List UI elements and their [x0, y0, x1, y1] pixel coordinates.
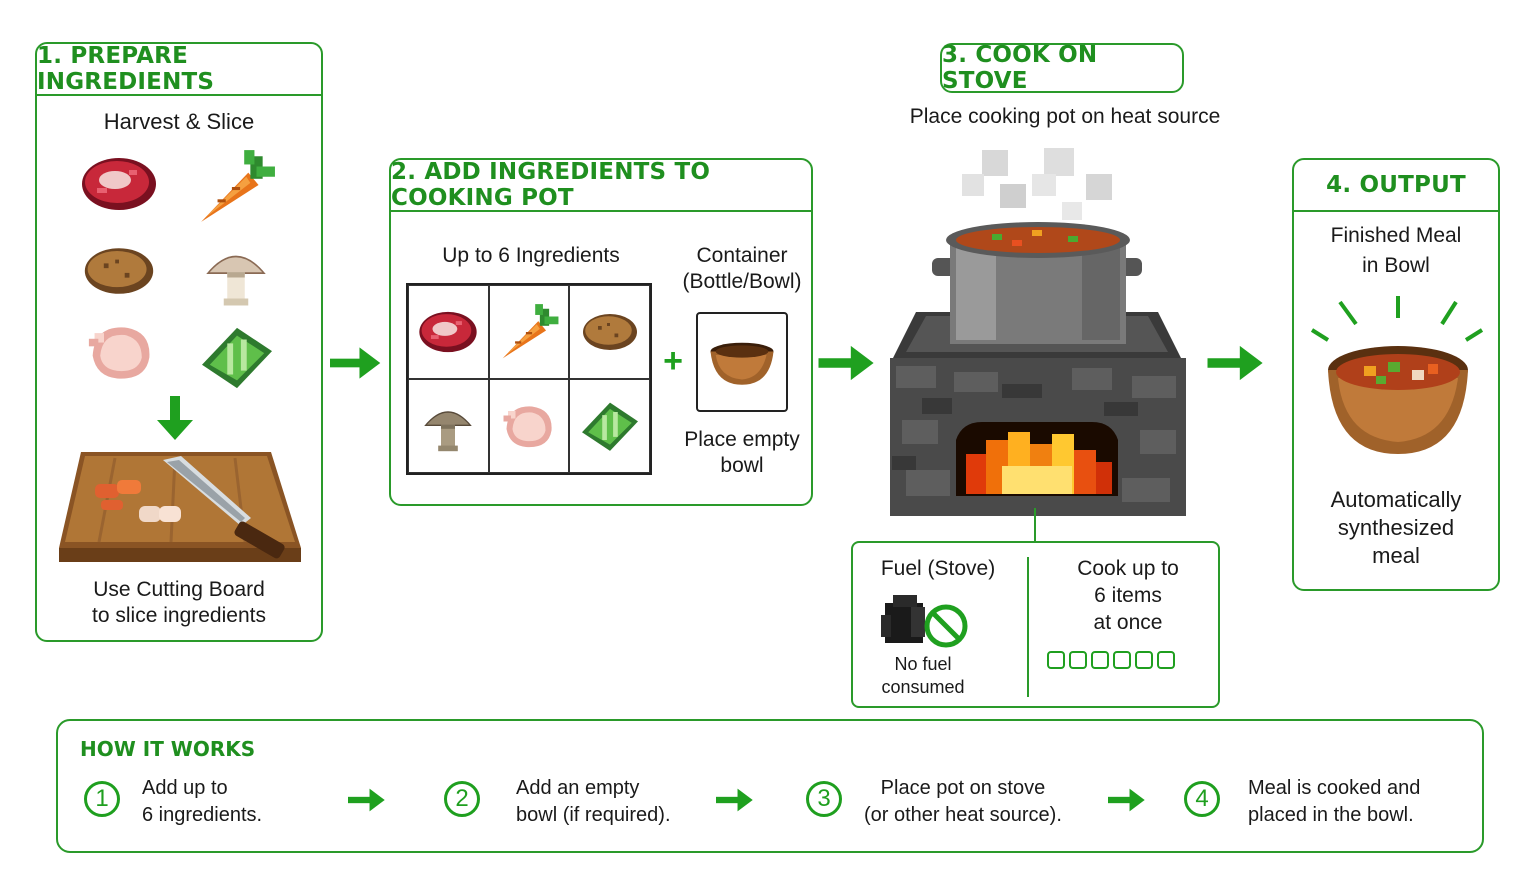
- capacity-line1: Cook up to: [1077, 557, 1179, 580]
- step-3-line1: Place pot on stove: [880, 777, 1046, 799]
- step-4-line1: Meal is cooked and: [1248, 777, 1421, 799]
- panel-subtitle: Harvest & Slice: [103, 109, 255, 134]
- step-3-line2: (or other heat source).: [864, 804, 1062, 826]
- stove-with-pot-illustration: [890, 148, 1186, 516]
- grid-slot[interactable]: [408, 379, 489, 473]
- step-1-text: Add up to 6 ingredients.: [142, 775, 262, 829]
- panel-title: 3. COOK ON STOVE: [942, 42, 1098, 94]
- output-caption-line3: meal: [1372, 543, 1420, 568]
- capacity-slot: [1113, 651, 1131, 669]
- fuel-info-box: Fuel (Stove) No fuel consumed Cook up to…: [851, 541, 1220, 708]
- output-label-line2: in Bowl: [1362, 254, 1430, 277]
- mushroom-icon: [420, 397, 476, 455]
- fuel-caption-line2: consumed: [881, 677, 965, 697]
- arrow-right-icon: [716, 787, 754, 813]
- potato-icon: [81, 240, 157, 302]
- cutting-board-caption-line2: to slice ingredients: [92, 604, 266, 627]
- output-label-line1: Finished Meal: [1330, 224, 1462, 247]
- panel-title: 2. ADD INGREDIENTS TO COOKING POT: [391, 159, 811, 212]
- step-3-number: 3: [806, 781, 842, 817]
- panel-title: 1. PREPARE INGREDIENTS: [37, 43, 321, 96]
- arrow-right-icon: [818, 344, 876, 382]
- raw-chicken-icon: [499, 399, 559, 453]
- how-it-works-title: HOW IT WORKS: [80, 737, 256, 761]
- panel-title: 4. OUTPUT: [1294, 160, 1498, 212]
- grid-slot[interactable]: [569, 379, 650, 473]
- carrot-icon: [195, 146, 277, 228]
- arrow-right-icon: [348, 787, 386, 813]
- capacity-slot: [1091, 651, 1109, 669]
- step-3-text: Place pot on stove (or other heat source…: [864, 775, 1062, 829]
- step-4-text: Meal is cooked and placed in the bowl.: [1248, 775, 1420, 829]
- arrow-down-icon: [157, 396, 193, 440]
- carrot-icon: [498, 301, 560, 363]
- raw-chicken-icon: [83, 318, 159, 386]
- how-it-works-panel: HOW IT WORKS 1 Add up to 6 ingredients. …: [56, 719, 1484, 853]
- step-1-line1: Add up to: [142, 777, 228, 799]
- panel-prepare-ingredients: 1. PREPARE INGREDIENTS Harvest & Slice U…: [35, 42, 323, 642]
- grid-slot[interactable]: [569, 285, 650, 379]
- container-slot[interactable]: [696, 312, 788, 412]
- raw-meat-icon: [79, 152, 159, 216]
- capacity-slot: [1135, 651, 1153, 669]
- potato-icon: [580, 307, 640, 357]
- grid-slot[interactable]: [488, 285, 570, 379]
- connector-line: [1034, 508, 1036, 542]
- step-4-number: 4: [1184, 781, 1220, 817]
- container-label-line1: Container: [696, 244, 788, 267]
- bowl-icon: [707, 335, 777, 389]
- ingredient-grid: [406, 283, 652, 475]
- cutting-board-caption-line1: Use Cutting Board: [93, 578, 265, 601]
- arrow-right-icon: [330, 344, 382, 382]
- fuel-title: Fuel (Stove): [880, 557, 996, 580]
- output-caption-line2: synthesized: [1337, 515, 1455, 540]
- bowl-caption-line2: bowl: [720, 454, 764, 477]
- stove-subtitle: Place cooking pot on heat source: [909, 105, 1221, 128]
- step-1-line2: 6 ingredients.: [142, 804, 263, 826]
- plus-sign: +: [663, 342, 683, 380]
- bowl-caption-line1: Place empty: [684, 428, 800, 451]
- step-2-number: 2: [444, 781, 480, 817]
- coal-icon: [881, 595, 925, 643]
- fuel-caption-line1: No fuel: [894, 654, 952, 674]
- step-2-text: Add an empty bowl (if required).: [516, 775, 671, 829]
- grid-label: Up to 6 Ingredients: [442, 244, 620, 267]
- output-caption-line1: Automatically: [1330, 487, 1462, 512]
- capacity-slot: [1047, 651, 1065, 669]
- container-label-line2: (Bottle/Bowl): [682, 270, 802, 293]
- capacity-line3: at once: [1093, 611, 1163, 634]
- step-2-line2: bowl (if required).: [516, 804, 671, 826]
- cutting-board-icon: [59, 452, 301, 562]
- capacity-slots: [1047, 651, 1179, 674]
- grid-slot[interactable]: [488, 379, 570, 473]
- cabbage-icon: [578, 398, 642, 454]
- step-2-line1: Add an empty: [516, 777, 640, 799]
- panel-add-ingredients: 2. ADD INGREDIENTS TO COOKING POT Up to …: [389, 158, 813, 506]
- finished-meal-bowl-icon: [1328, 346, 1468, 454]
- arrow-right-icon: [1108, 787, 1146, 813]
- grid-slot[interactable]: [408, 285, 489, 379]
- capacity-slot: [1069, 651, 1087, 669]
- no-fuel-icon: [924, 604, 968, 648]
- panel-cook-title: 3. COOK ON STOVE: [940, 42, 1184, 94]
- capacity-line2: 6 items: [1094, 584, 1162, 607]
- step-1-number: 1: [84, 781, 120, 817]
- mushroom-icon: [201, 238, 271, 310]
- sparkle-lines-icon: [1310, 296, 1484, 342]
- panel-output: 4. OUTPUT Finished Meal in Bowl Automati…: [1292, 158, 1500, 591]
- cabbage-icon: [197, 322, 277, 392]
- raw-meat-icon: [417, 307, 479, 357]
- arrow-right-icon: [1202, 344, 1270, 382]
- step-4-line2: placed in the bowl.: [1248, 804, 1414, 826]
- capacity-slot: [1157, 651, 1175, 669]
- divider: [1027, 557, 1029, 697]
